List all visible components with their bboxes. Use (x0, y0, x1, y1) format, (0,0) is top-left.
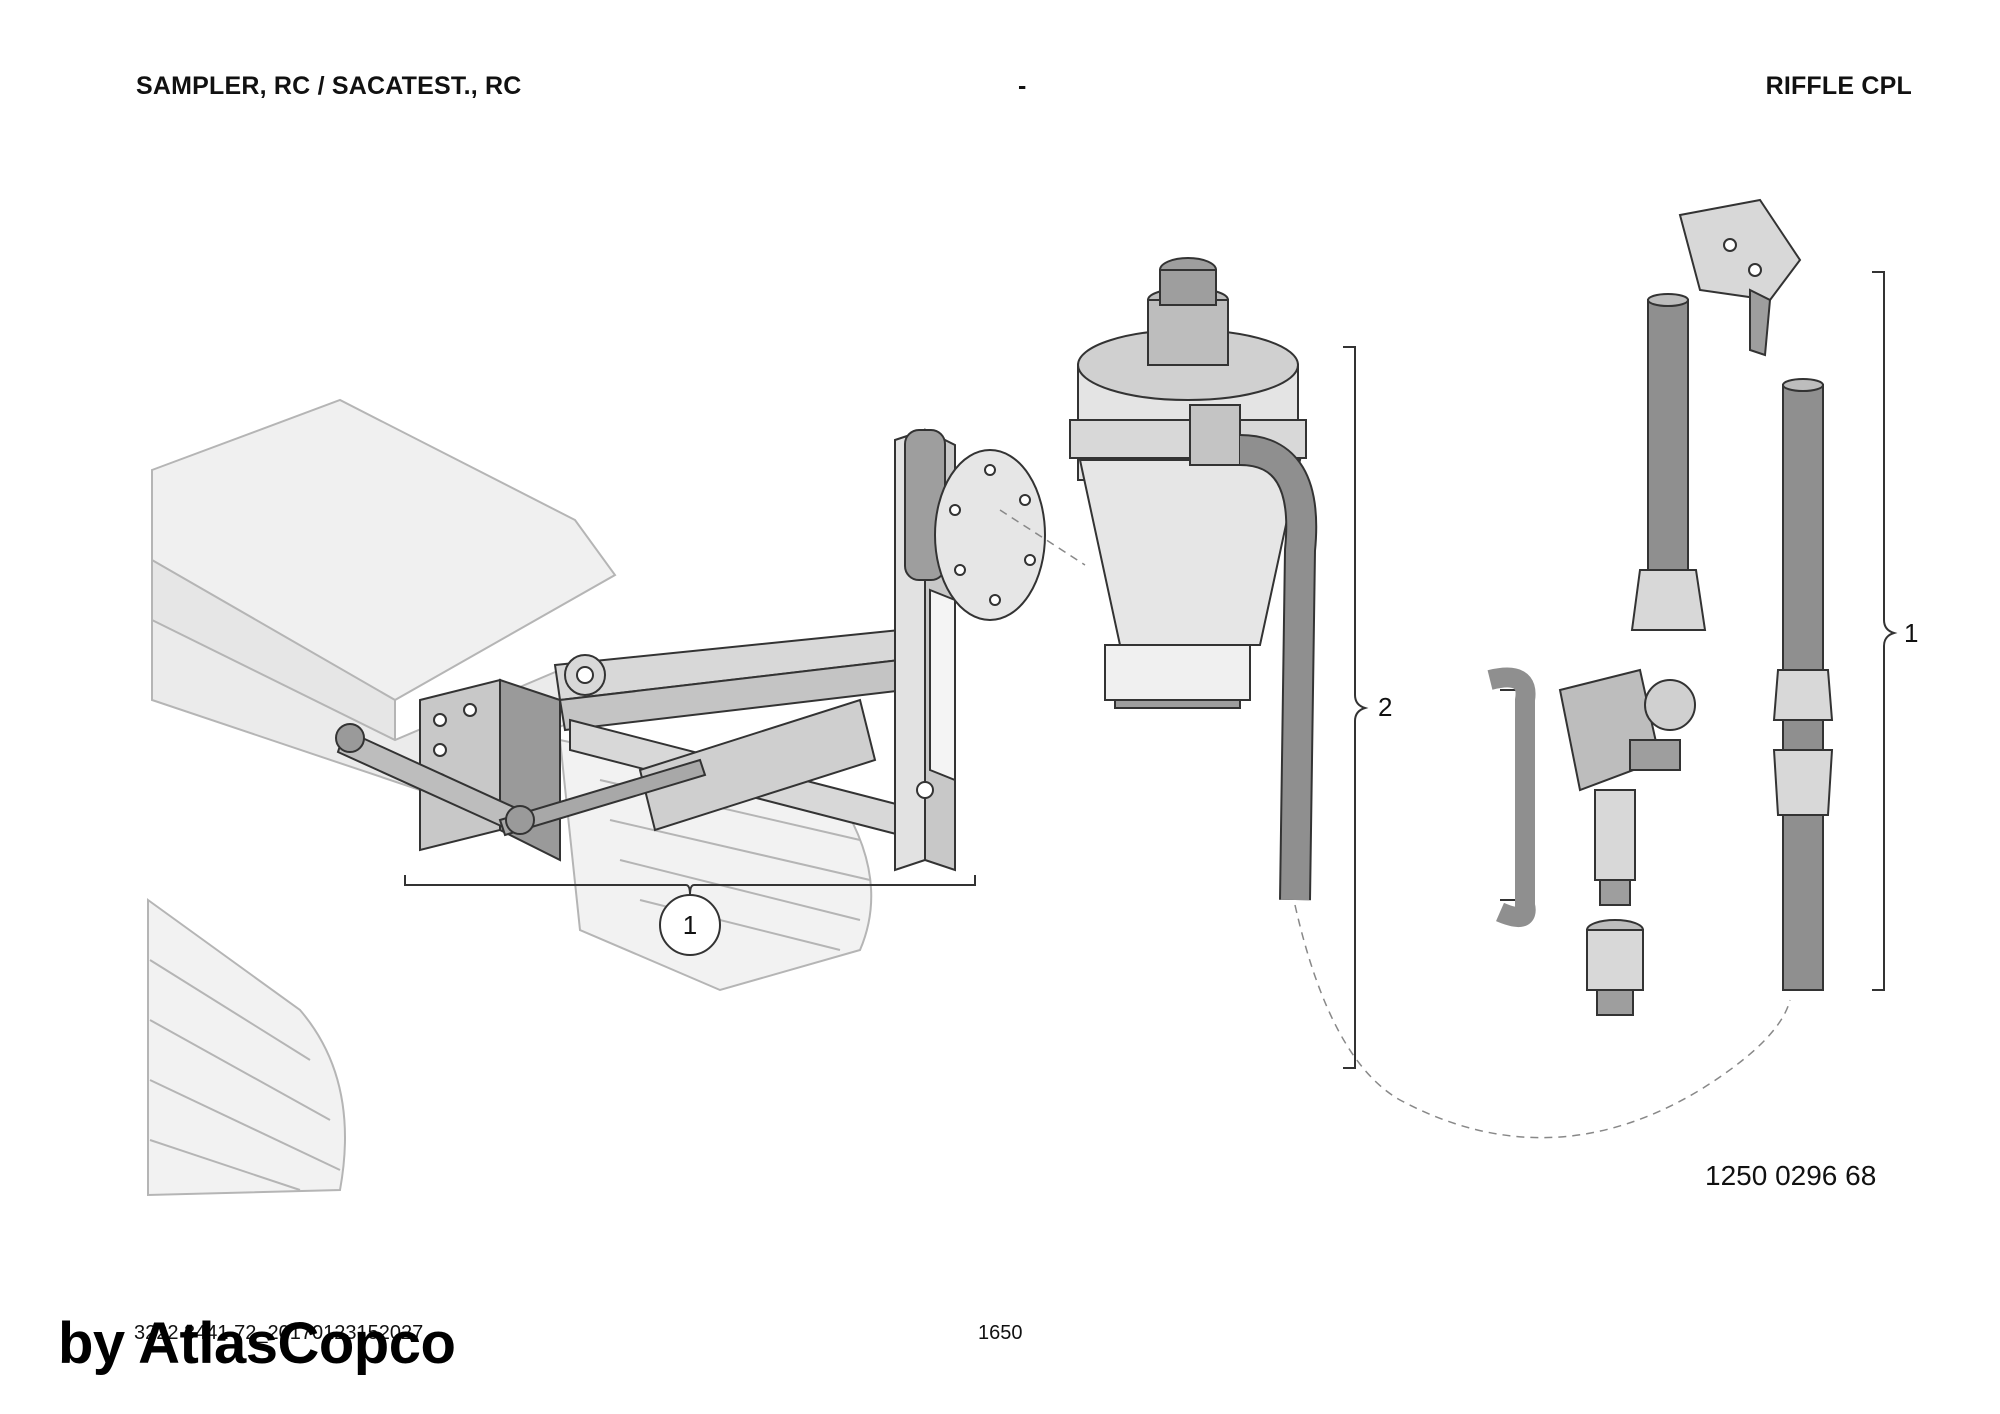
callout-bracket-riffle (1872, 271, 1898, 991)
riffle-bottom-fitting (1586, 919, 1644, 1016)
hydraulic-cylinder (335, 723, 707, 837)
footer-document-id: 3222 3441 72_20170123152027 (134, 1322, 424, 1344)
cyclone-flange-plate (934, 449, 1046, 621)
riffle-lower-tube (1772, 378, 1834, 991)
drawing-reference-number: 1250 0296 68 (1705, 1160, 1877, 1191)
header-title-center: - (1018, 72, 1027, 100)
mounting-bracket-block (419, 678, 561, 862)
callout-circle-1 (659, 894, 721, 956)
sampler-support-frame (553, 628, 907, 837)
callout-label-assembly: 1 (683, 910, 697, 940)
assembly-leader-dash (999, 509, 1086, 566)
riffle-valve-body (1558, 668, 1696, 906)
riffle-upper-tube (1630, 293, 1707, 631)
ghost-crawler-track-left (147, 898, 346, 1197)
header-title-left: SAMPLER, RC / SACATEST., RC (136, 72, 522, 100)
callout-label-cyclone: 2 (1378, 692, 1392, 722)
callout-label-riffle: 1 (1904, 618, 1918, 648)
header-title-right: RIFFLE CPL (1765, 72, 1912, 100)
hose-route-dash (1294, 904, 1791, 1139)
riffle-top-bracket (1678, 198, 1802, 357)
callout-bracket-cyclone (1343, 346, 1369, 1069)
footer-page-number: 1650 (978, 1322, 1023, 1344)
cyclone-separator (1069, 257, 1307, 709)
cyclone-outlet-hose-fill (1239, 436, 1316, 901)
watermark-text: by AtlasCopco (58, 1311, 456, 1376)
riffle-side-pipe (1487, 667, 1536, 928)
